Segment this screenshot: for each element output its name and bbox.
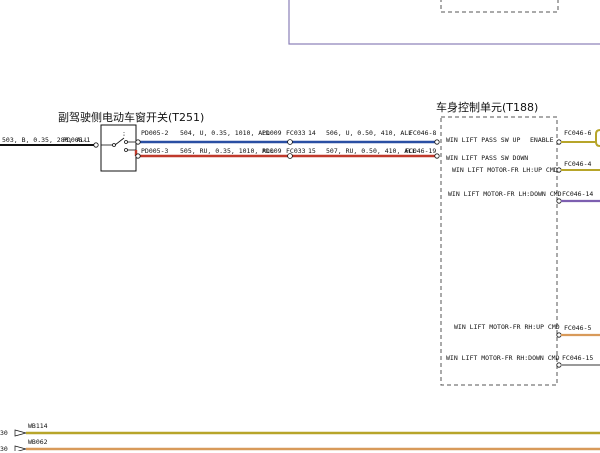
bcm-signal: WIN LIFT PASS SW UP (446, 136, 521, 144)
wire-spec1: 505, RU, 0.35, 1010, ALL (180, 147, 274, 155)
inline-connector-pin (287, 139, 293, 145)
right-pin: FC046-15 (562, 354, 594, 362)
wire-end-pin: FC046-8 (409, 129, 437, 137)
switch-contact (114, 137, 125, 146)
right-pin: FC046-4 (564, 160, 592, 168)
inline-connector-pin (287, 153, 293, 159)
wire-end-pin: FC046-19 (405, 147, 437, 155)
bcm-signal: WIN LIFT MOTOR-FR RH:UP CMD (454, 323, 560, 331)
bus-number: 30 (0, 429, 8, 437)
top-dashed-box (440, 0, 559, 13)
wire-start-pin: PD005-2 (141, 129, 169, 137)
right-pin: FC046-6 (564, 129, 592, 137)
bcm-signal-enable: ENABLE (530, 136, 554, 144)
bus-name: WB062 (28, 438, 48, 446)
left-pin (93, 142, 99, 148)
switch-title: 副驾驶侧电动车窗开关(T251) (58, 111, 205, 124)
bcm-title: 车身控制单元(T188) (436, 101, 539, 114)
wire-mid-b: FC033 (286, 147, 306, 155)
wire-start-pin: PD005-3 (141, 147, 169, 155)
bcm-signal: WIN LIFT MOTOR-FR RH:DOWN CMD (446, 354, 560, 362)
bcm-signal: WIN LIFT MOTOR-FR LH:UP CMD (452, 166, 558, 174)
wire-spec2: 507, RU, 0.50, 410, ALL (326, 147, 417, 155)
right-pin: FC046-5 (564, 324, 592, 332)
bcm-signal: WIN LIFT PASS SW DOWN (446, 154, 529, 162)
wire-pin: 15 (308, 147, 316, 155)
bus-number: 30 (0, 445, 8, 453)
wire-mid-a: PD009 (262, 147, 282, 155)
left-connector: PD005-1 (63, 136, 91, 144)
right-pin: FC046-14 (562, 190, 594, 198)
wire-mid-b: FC033 (286, 129, 306, 137)
bcm-signal: WIN LIFT MOTOR-FR LH:DOWN CMD (448, 190, 562, 198)
bus-name: WB114 (28, 422, 48, 430)
wire-pin: 14 (308, 129, 316, 137)
wire-spec2: 506, U, 0.50, 410, ALL (326, 129, 413, 137)
left-wire-label: 503, B, 0.35, 280, ALL (2, 136, 89, 144)
switch-box (100, 124, 137, 172)
wire-spec1: 504, U, 0.35, 1010, ALL (180, 129, 271, 137)
wire-mid-a: PD009 (262, 129, 282, 137)
top-frame (288, 0, 600, 45)
bcm-box (440, 116, 558, 386)
